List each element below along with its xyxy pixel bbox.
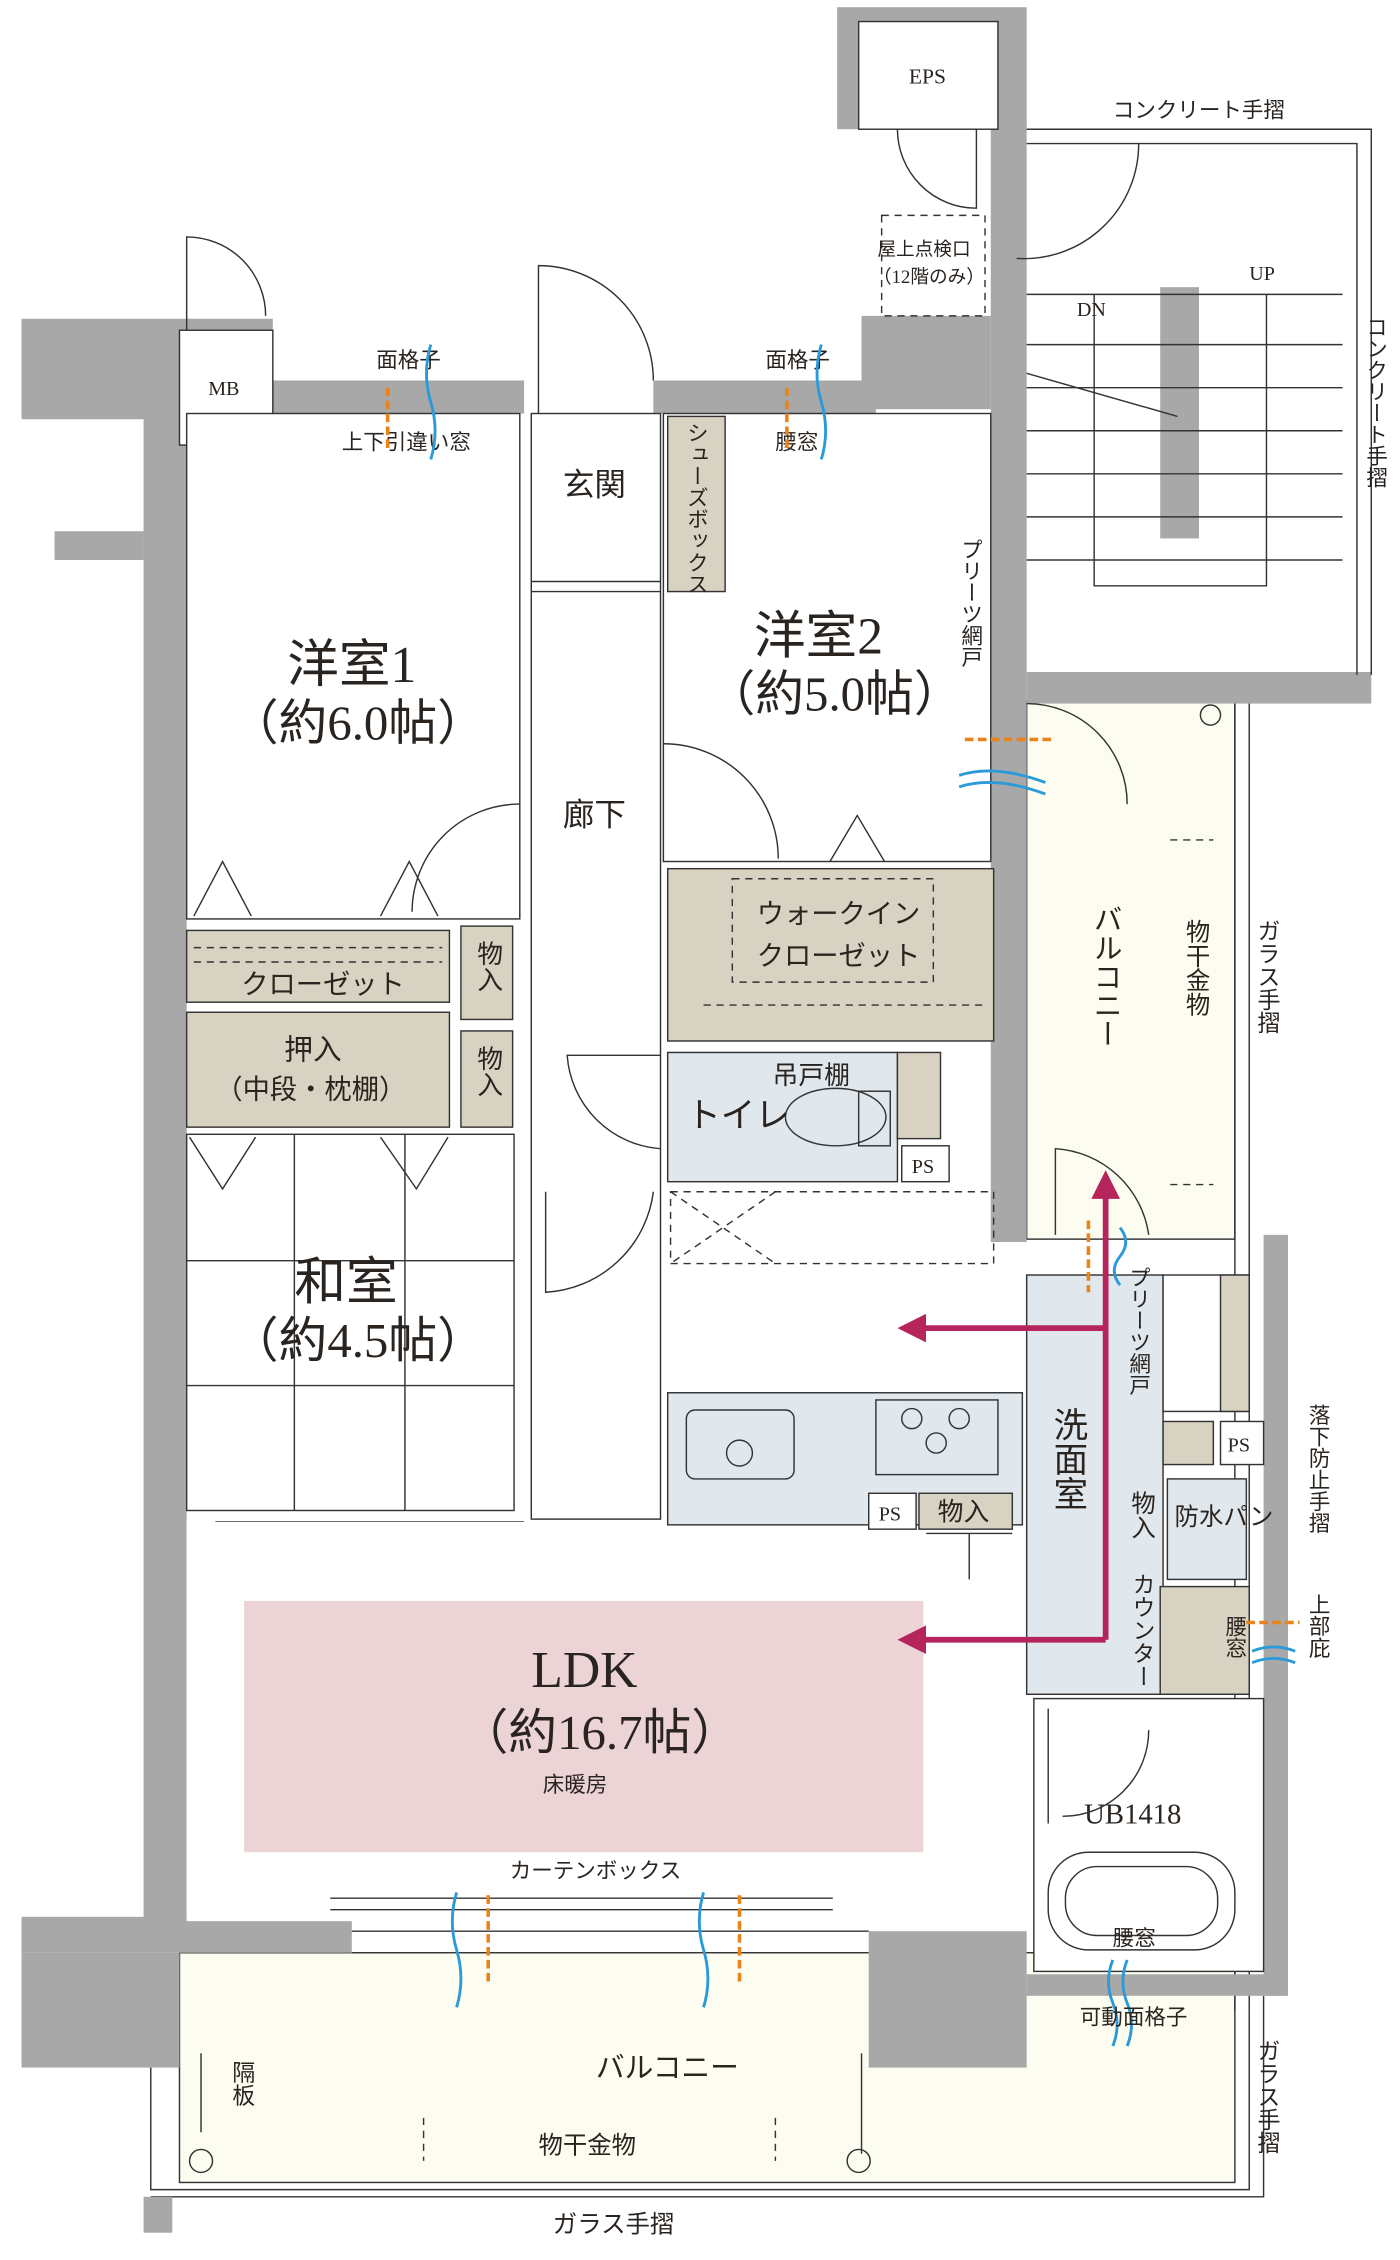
washroom (1025, 1274, 1164, 1695)
glass-rail-corner-label: ガラス手摺 (1254, 2039, 1280, 2154)
drying-hardware-bottom-label: 物干金物 (538, 2133, 636, 2160)
waist-window-label-3: 腰窓 (1113, 1927, 1156, 1951)
concrete-rail-side-label: コンクリート手摺 (1364, 316, 1388, 489)
staircase (1016, 128, 1372, 675)
storage-1-label: 物入 (474, 940, 503, 992)
hanging-shelf-label: 吊戸棚 (773, 1061, 850, 1090)
ps-2-label: PS (879, 1504, 901, 1526)
toilet-room (666, 1051, 899, 1183)
closet (185, 929, 451, 1003)
western-room-1 (185, 412, 521, 920)
ps-1 (901, 1145, 950, 1183)
concrete-rail-top-label: コンクリート手摺 (1113, 99, 1285, 123)
movable-grille-label: 可動面格子 (1080, 2006, 1188, 2030)
oshiire-label: 押入 (284, 1035, 341, 1067)
toilet-label: トイレ (686, 1097, 789, 1135)
storage-2 (460, 1030, 514, 1128)
sliding-window-label: 上下引違い窓 (342, 430, 471, 454)
ps-3 (1219, 1420, 1265, 1466)
corridor-label: 廊下 (563, 798, 626, 833)
drying-hardware-right-label: 物干金物 (1183, 919, 1210, 1017)
pleated-screen-label-1: プリーツ網戸 (959, 538, 983, 668)
curtain-box-label: カーテンボックス (510, 1859, 681, 1883)
washroom-label: 洗面室 (1048, 1407, 1087, 1510)
glass-rail-bottom-label: ガラス手摺 (553, 2212, 674, 2239)
balcony-bottom-label: バルコニー (596, 2053, 739, 2085)
roof-hatch-note: （12階のみ） (873, 267, 985, 288)
ldk-note: 床暖房 (543, 1773, 608, 1797)
western-room-2-name: 洋室2 (754, 608, 883, 665)
waist-window-label-2: 腰窓 (1223, 1615, 1247, 1658)
bathroom (1033, 1697, 1265, 1973)
oshiire-note: （中段・枕棚） (215, 1074, 406, 1104)
western-room-2-size: （約5.0帖） (706, 668, 962, 722)
entrance-label: 玄関 (563, 467, 626, 502)
mb-label: MB (208, 378, 239, 400)
fall-rail-label: 落下防止手摺 (1306, 1404, 1330, 1534)
japanese-room-name: 和室 (294, 1254, 397, 1311)
stair-dn-label: DN (1077, 299, 1107, 321)
ps-2 (868, 1492, 917, 1530)
counter-label: カウンター (1129, 1572, 1154, 1687)
glass-rail-right-label: ガラス手摺 (1254, 919, 1280, 1034)
waterproof-pan (1166, 1478, 1248, 1581)
walk-in-closet (666, 867, 995, 1042)
storage-4-label: 物入 (1128, 1490, 1155, 1539)
shoe-box (666, 415, 726, 593)
balcony-right-label: バルコニー (1090, 905, 1122, 1049)
japanese-room-size: （約4.5帖） (230, 1314, 486, 1368)
pleated-screen-label-2: プリーツ網戸 (1127, 1266, 1151, 1396)
storage-3 (918, 1492, 1014, 1530)
oshiire (185, 1011, 451, 1128)
japanese-room (185, 1133, 515, 1512)
shoe-box-label: シューズボックス (684, 422, 708, 594)
ldk-name: LDK (531, 1642, 637, 1699)
grille-label-2: 面格子 (765, 349, 830, 373)
ps-1-label: PS (912, 1156, 934, 1178)
wic-label-2: クローゼット (757, 941, 921, 971)
bath-label: UB1418 (1084, 1799, 1181, 1831)
corridor (530, 412, 662, 1520)
roof-hatch (880, 214, 986, 317)
upper-eave-label: 上部庇 (1306, 1594, 1330, 1659)
grille-label-1: 面格子 (376, 349, 441, 373)
wic-label-1: ウォークイン (757, 899, 921, 929)
ldk-size: （約16.7帖） (459, 1706, 740, 1760)
ps-3-label: PS (1228, 1435, 1250, 1457)
waterproof-pan-label-1: 防水パン (1175, 1504, 1274, 1531)
storage-2-label: 物入 (474, 1045, 503, 1097)
ldk-highlight (244, 1600, 924, 1853)
circulation-arrows (897, 1170, 1120, 1655)
western-room-1-name: 洋室1 (287, 637, 416, 694)
storage-3-label: 物入 (938, 1498, 990, 1527)
partition-label: 隔板 (229, 2060, 255, 2106)
eps-label: EPS (909, 64, 946, 88)
eps-room (857, 20, 999, 130)
storage-1 (460, 925, 514, 1021)
stair-up-label: UP (1249, 263, 1275, 285)
waist-window-label-1: 腰窓 (775, 430, 818, 454)
roof-hatch-label: 屋上点検口 (877, 240, 970, 261)
closet-label: クローゼット (241, 970, 405, 1000)
western-room-1-size: （約6.0帖） (230, 696, 486, 750)
